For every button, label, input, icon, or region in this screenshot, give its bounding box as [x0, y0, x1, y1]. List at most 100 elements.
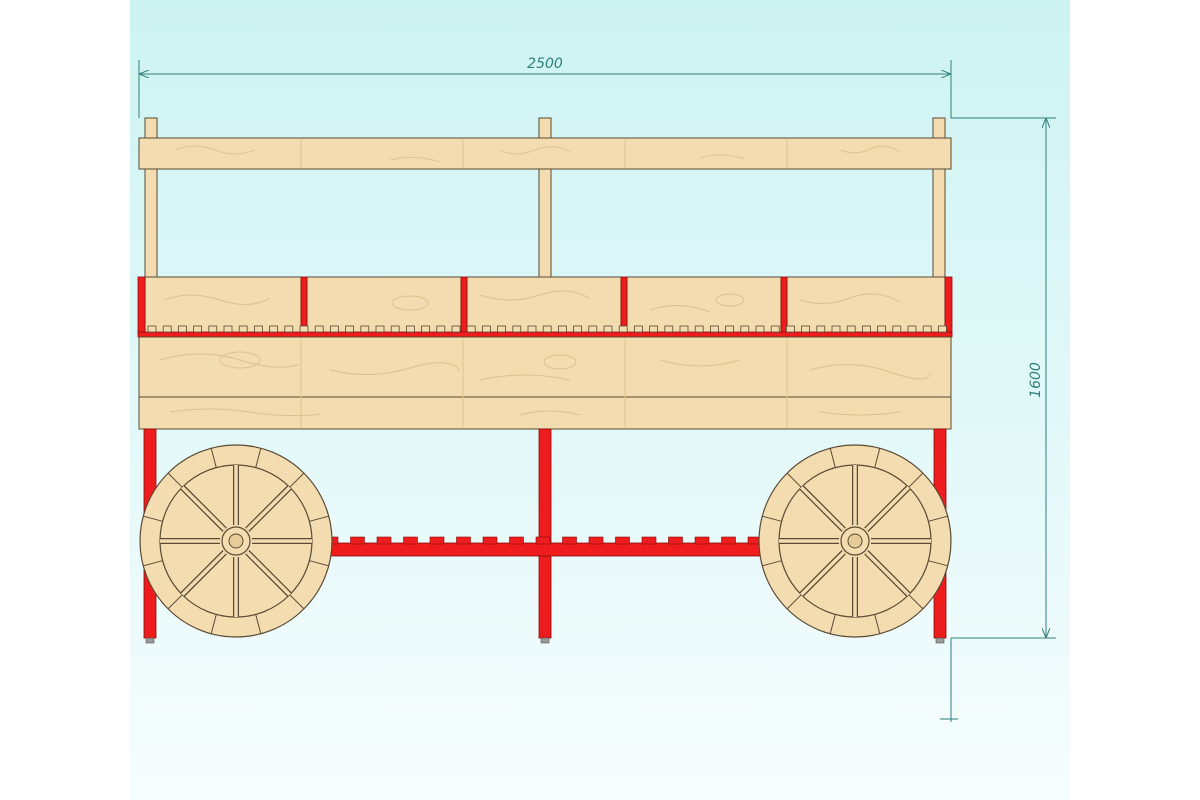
rail-tooth — [208, 325, 218, 333]
rail-tooth — [329, 325, 339, 333]
height-dimension — [940, 117, 1056, 722]
rail-tooth — [877, 325, 886, 333]
upper-crate-3 — [466, 276, 622, 334]
upper-red-rail — [137, 331, 953, 338]
rim-joint — [143, 515, 163, 522]
wagon-wheel-icon — [139, 444, 333, 638]
rim-joint — [255, 448, 262, 468]
upper-crate-grain — [164, 290, 901, 313]
rail-tooth — [710, 325, 719, 333]
upper-crate-5 — [786, 276, 946, 334]
width-dimension — [138, 60, 952, 118]
width-dimension-label: 2500 — [527, 56, 563, 72]
rail-tooth — [147, 325, 157, 333]
rail-tooth — [481, 325, 491, 333]
rail-tooth — [907, 325, 917, 333]
rail-tooth — [193, 325, 203, 333]
rail-tooth — [786, 325, 795, 333]
rim-joint — [167, 472, 183, 488]
rim-joint — [762, 560, 782, 567]
rail-tooth — [558, 325, 567, 333]
wheel-spoke-fill — [800, 551, 845, 596]
upper-crates — [144, 276, 946, 334]
rim-joint — [829, 448, 836, 468]
rim-joint — [167, 594, 183, 610]
rail-tooth — [615, 536, 630, 545]
rim-joint — [874, 614, 881, 634]
rail-tooth — [694, 325, 704, 333]
rim-joint — [762, 515, 782, 522]
rim-joint — [928, 560, 948, 567]
rail-tooth — [314, 325, 324, 333]
rail-tooth — [223, 325, 233, 333]
rail-tooth — [497, 325, 507, 333]
rail-tooth — [542, 325, 552, 333]
rail-tooth — [390, 325, 400, 333]
rim-joint — [210, 448, 217, 468]
body-board-seams — [300, 338, 788, 428]
display-cart-icon — [137, 117, 953, 644]
rail-tooth — [573, 325, 582, 333]
leg-feet — [145, 637, 945, 644]
rail-tooth — [284, 325, 294, 333]
rail-tooth — [421, 325, 431, 333]
wheel-spoke-fill — [865, 486, 910, 531]
height-dimension-label: 1600 — [1028, 362, 1044, 398]
wheel-spoke-fill — [181, 551, 226, 596]
wheel-axle — [228, 533, 244, 549]
rail-tooth — [770, 325, 780, 333]
rim-joint — [829, 614, 836, 634]
rail-tooth — [535, 536, 551, 545]
canopy-top-board — [138, 137, 952, 170]
canopy-board-seams — [300, 139, 788, 168]
rail-tooth — [618, 325, 628, 333]
rail-tooth — [634, 325, 643, 333]
rail-tooth — [299, 325, 309, 333]
rail-tooth — [562, 536, 577, 545]
rail-tooth — [862, 325, 871, 333]
upper-crate-2 — [306, 276, 462, 334]
rail-tooth — [721, 536, 736, 545]
rail-tooth — [816, 325, 826, 333]
rail-tooth — [269, 325, 279, 333]
upper-rail-teeth — [147, 325, 947, 333]
rail-tooth — [922, 325, 932, 333]
rail-tooth — [740, 325, 750, 333]
rail-tooth — [725, 325, 734, 333]
upper-crate-1 — [144, 276, 302, 334]
rim-joint — [786, 594, 802, 610]
rail-tooth — [938, 325, 947, 333]
rail-tooth — [588, 325, 598, 333]
rail-tooth — [892, 325, 902, 333]
rim-joint — [309, 560, 329, 567]
rail-tooth — [456, 536, 471, 545]
rail-tooth — [664, 325, 674, 333]
rim-joint — [210, 614, 217, 634]
rail-tooth — [466, 325, 476, 333]
rail-tooth — [162, 325, 172, 333]
wagon-wheel-icon — [758, 444, 952, 638]
wheel-spoke-fill — [246, 486, 291, 531]
rail-tooth — [831, 325, 841, 333]
rail-tooth — [801, 325, 810, 333]
rim-joint — [289, 594, 305, 610]
rail-tooth — [512, 325, 522, 333]
rail-tooth — [345, 325, 355, 333]
rail-tooth — [429, 536, 445, 545]
rim-joint — [143, 560, 163, 567]
rail-tooth — [360, 325, 370, 333]
rail-tooth — [253, 325, 263, 333]
canopy-wood-grain — [174, 145, 901, 163]
rail-tooth — [451, 325, 461, 333]
rail-tooth — [376, 536, 392, 545]
rail-tooth — [668, 536, 683, 545]
rim-joint — [908, 594, 924, 610]
rail-tooth — [694, 536, 710, 545]
rim-joint — [908, 472, 924, 488]
rail-tooth — [177, 325, 187, 333]
wheel-axle — [847, 533, 863, 549]
wheel-spoke-fill — [865, 551, 910, 596]
rail-tooth — [350, 536, 365, 545]
wheels — [139, 444, 952, 638]
rail-tooth — [588, 536, 604, 545]
